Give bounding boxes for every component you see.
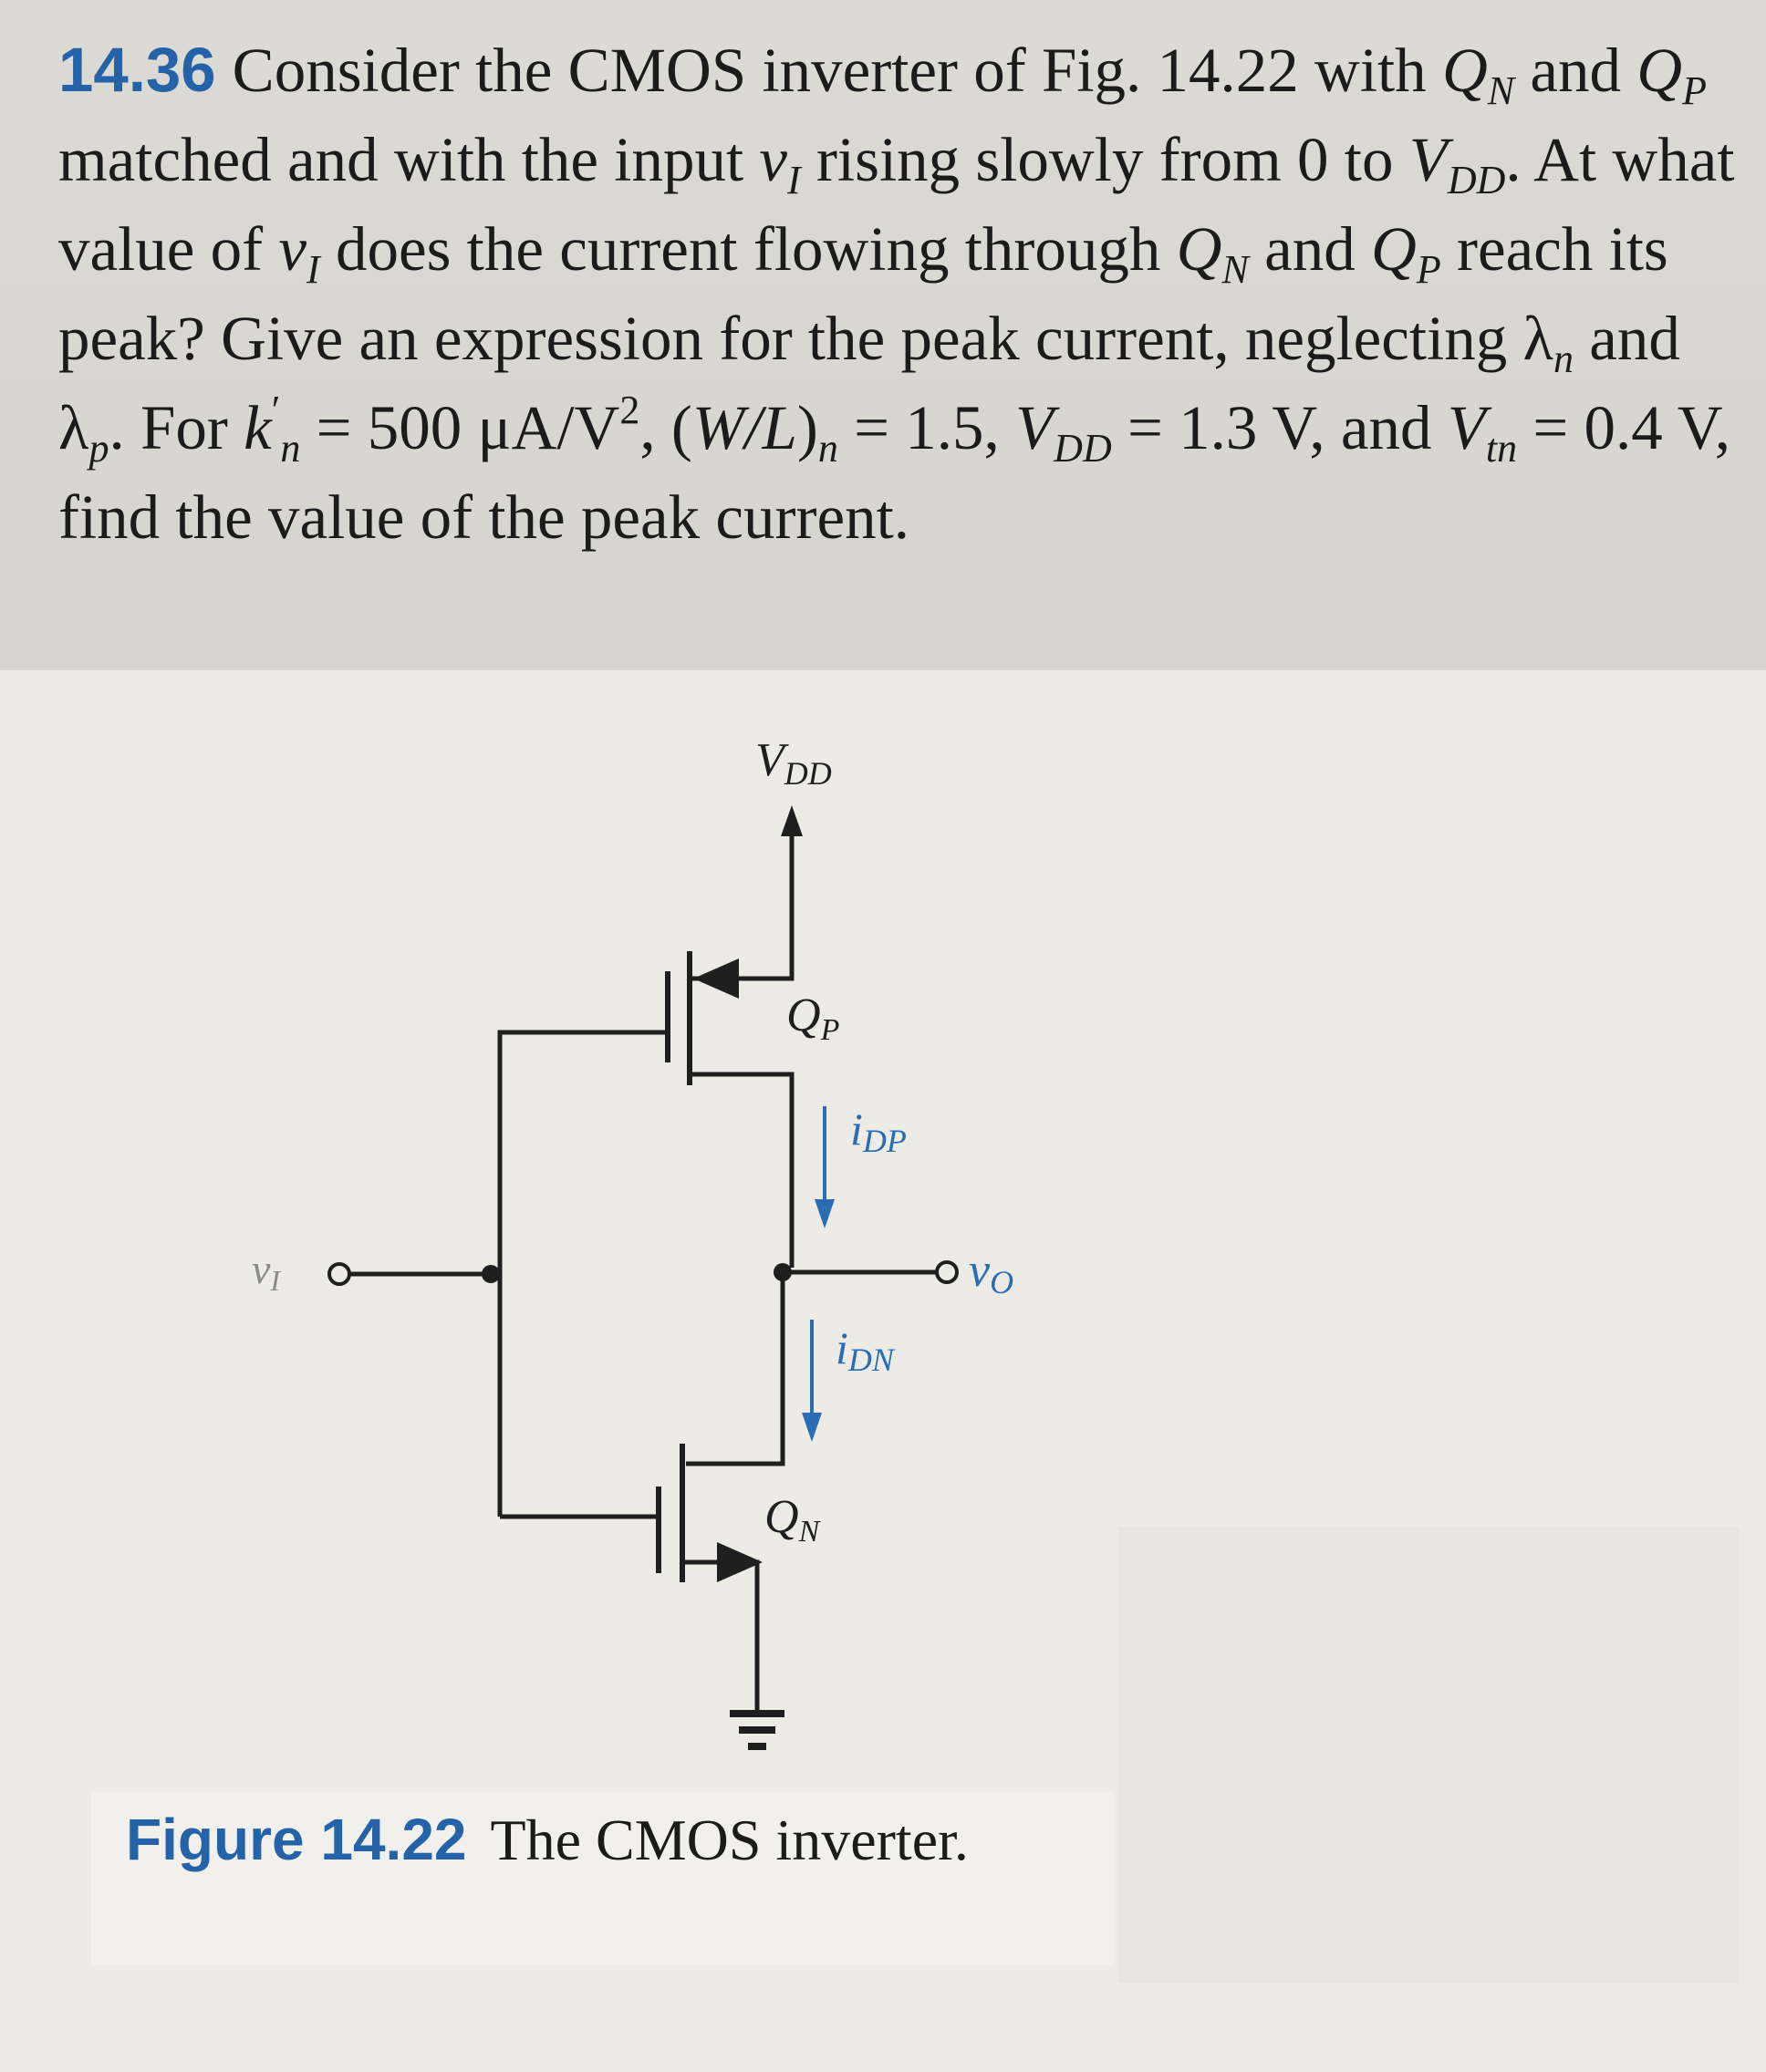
figure-number: Figure 14.22 <box>126 1807 467 1872</box>
vdd-label-main: V <box>755 734 789 786</box>
subscript: DD <box>1447 158 1506 202</box>
caption-box <box>91 1792 1115 1965</box>
nmos-transistor <box>656 1444 763 1710</box>
qn-label-sub: N <box>798 1515 822 1549</box>
qn-label-main: Q <box>764 1491 799 1543</box>
idp-current-arrow <box>815 1106 835 1228</box>
text-part: . At what value of <box>58 125 1735 284</box>
subscript: N <box>1487 68 1515 113</box>
text-part: = 0.4 V, find the value of the peak curr… <box>58 393 1730 552</box>
subscript: DD <box>1054 426 1112 471</box>
subscript: I <box>787 158 801 202</box>
qp-label-main: Q <box>786 989 821 1041</box>
symbol: W/L <box>691 393 797 462</box>
subscript: P <box>1682 68 1708 113</box>
vdd-label-sub: DD <box>784 755 832 792</box>
background-panel <box>1118 1528 1739 1984</box>
caption-text: The CMOS inverter. <box>490 1808 969 1872</box>
idn-label: iDN <box>836 1322 896 1378</box>
subscript: tn <box>1485 426 1518 471</box>
symbol: λ <box>58 393 89 462</box>
idp-label: iDP <box>850 1103 907 1159</box>
symbol: λ <box>1522 304 1553 373</box>
idn-current-arrow <box>802 1320 822 1442</box>
subscript: n <box>817 426 838 471</box>
nmos-drain-wire <box>686 1272 785 1466</box>
vo-label-sub: O <box>990 1264 1013 1300</box>
symbol: V <box>1408 125 1448 194</box>
vi-label-main: v <box>252 1246 271 1292</box>
text-part: rising slowly from 0 to <box>800 125 1409 194</box>
vdd-label: VDD <box>755 734 832 792</box>
text-part: and <box>1573 304 1680 373</box>
idn-label-sub: DN <box>847 1342 896 1378</box>
text-part: = 1.3 V, and <box>1111 393 1448 462</box>
problem-number: 14.36 <box>58 35 216 105</box>
symbol: k <box>244 393 272 462</box>
cmos-inverter-circuit: VDD QP iDP vO vI <box>252 734 1013 1750</box>
problem-band <box>0 0 1766 670</box>
text-part: , ( <box>639 393 692 462</box>
symbol: Q <box>1176 214 1222 284</box>
text-part: Consider the CMOS inverter of Fig. 14.22… <box>232 36 1442 105</box>
ground-symbol <box>730 1710 784 1750</box>
text-part: reach its peak? Give an expression for t… <box>58 214 1668 373</box>
symbol: v <box>278 214 307 284</box>
text-part: = 500 μA/V <box>300 393 620 462</box>
text-part: . For <box>109 393 244 462</box>
idn-label-main: i <box>836 1322 848 1373</box>
pmos-transistor <box>665 951 795 1268</box>
symbol: v <box>759 125 788 194</box>
pmos-gate-wire <box>497 1030 668 1517</box>
subscript: I <box>306 247 320 292</box>
subscript: N <box>1221 247 1249 292</box>
idp-label-sub: DP <box>862 1123 907 1159</box>
vi-label-sub: I <box>269 1264 281 1297</box>
symbol: Q <box>1636 36 1683 105</box>
vo-label-main: v <box>969 1245 991 1297</box>
subscript: p <box>88 426 109 471</box>
symbol: V <box>1015 393 1054 462</box>
vo-label: vO <box>969 1245 1013 1300</box>
qp-label-sub: P <box>820 1013 840 1047</box>
input-node <box>327 1262 500 1286</box>
output-node <box>774 1260 959 1284</box>
symbol: Q <box>1371 214 1417 284</box>
vdd-supply-arrow <box>781 805 803 962</box>
superscript: ′ <box>271 388 281 432</box>
text-part: ) <box>796 393 818 462</box>
qn-label: QN <box>764 1491 822 1549</box>
figure-caption: Figure 14.22 The CMOS inverter. <box>126 1806 969 1874</box>
text-part: = 1.5, <box>837 393 1016 462</box>
symbol: V <box>1447 393 1486 462</box>
qp-label: QP <box>786 989 839 1047</box>
subscript: n <box>1553 337 1574 381</box>
vi-label: vI <box>252 1246 281 1297</box>
text-part: and <box>1248 214 1371 284</box>
superscript: 2 <box>619 388 640 432</box>
subscript: P <box>1416 247 1441 292</box>
text-part: does the current flowing through <box>319 214 1177 284</box>
subscript: n <box>280 426 301 471</box>
text-part: matched and with the input <box>58 125 760 194</box>
idp-label-main: i <box>850 1103 863 1155</box>
symbol: Q <box>1441 36 1488 105</box>
text-part: and <box>1514 36 1637 105</box>
